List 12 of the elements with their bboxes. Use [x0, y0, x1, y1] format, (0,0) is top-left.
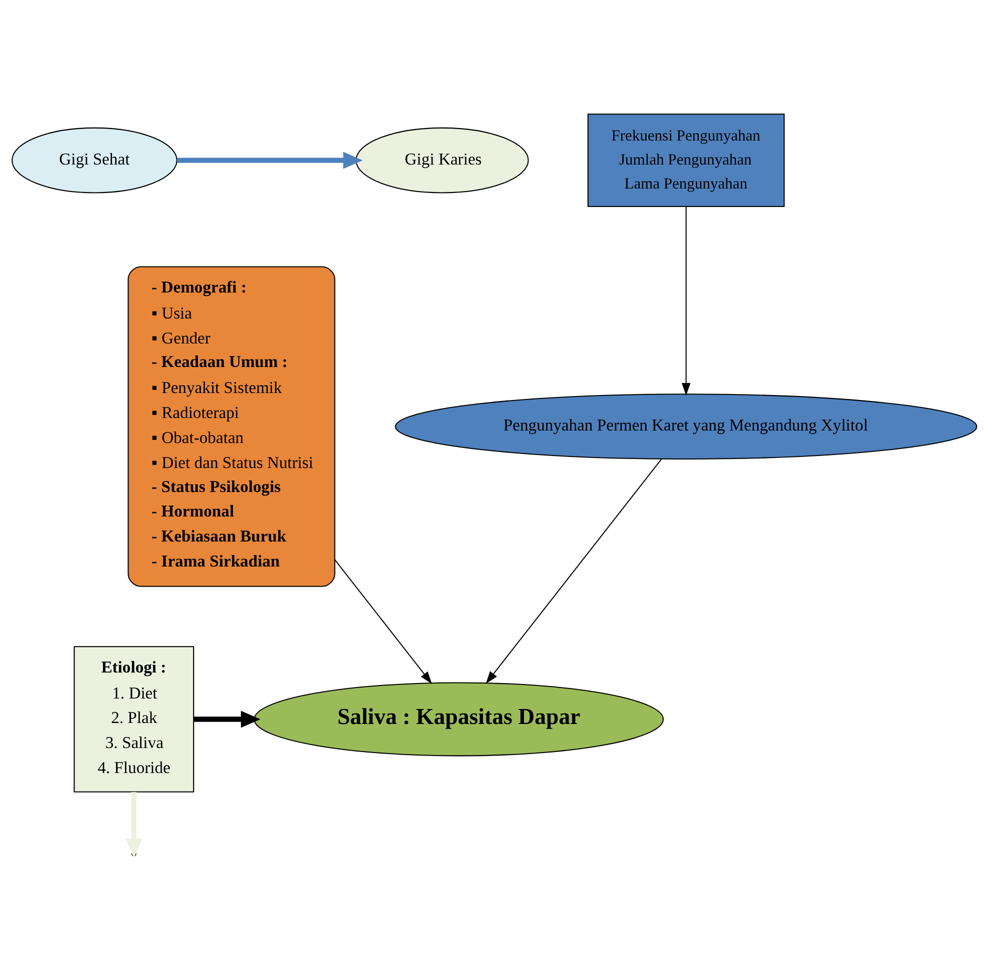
arrow	[334, 558, 432, 684]
node-ellipse: Pengunyahan Permen Karet yang Mengandung Xylitol	[394, 393, 978, 459]
arrow	[176, 151, 363, 168]
node-ellipse: Gigi Karies	[356, 126, 529, 193]
node-box: Etiologi : 1. Diet 2. Plak 3. Saliva 4. Fluoride	[74, 646, 194, 792]
arrow	[682, 206, 690, 396]
node-ellipse: Gigi Sehat	[12, 126, 178, 193]
arrow	[194, 710, 260, 728]
node-box: Frekuensi Pengunyahan Jumlah Pengunyahan Lama Pengunyahan	[588, 113, 785, 207]
node-box: - Demografi : ▪ Usia ▪ Gender - Keadaan Umum : ▪ Penyakit Sistemik ▪ Radioterapi ▪ Obat-obatan ▪ Diet dan Status Nutrisi - Status Psikologis - Hormonal - Kebiasaan Buruk - Irama Sirkadian	[128, 266, 336, 586]
node-ellipse: Saliva : Kapasitas Dapar	[254, 682, 664, 756]
arrow	[486, 458, 662, 684]
